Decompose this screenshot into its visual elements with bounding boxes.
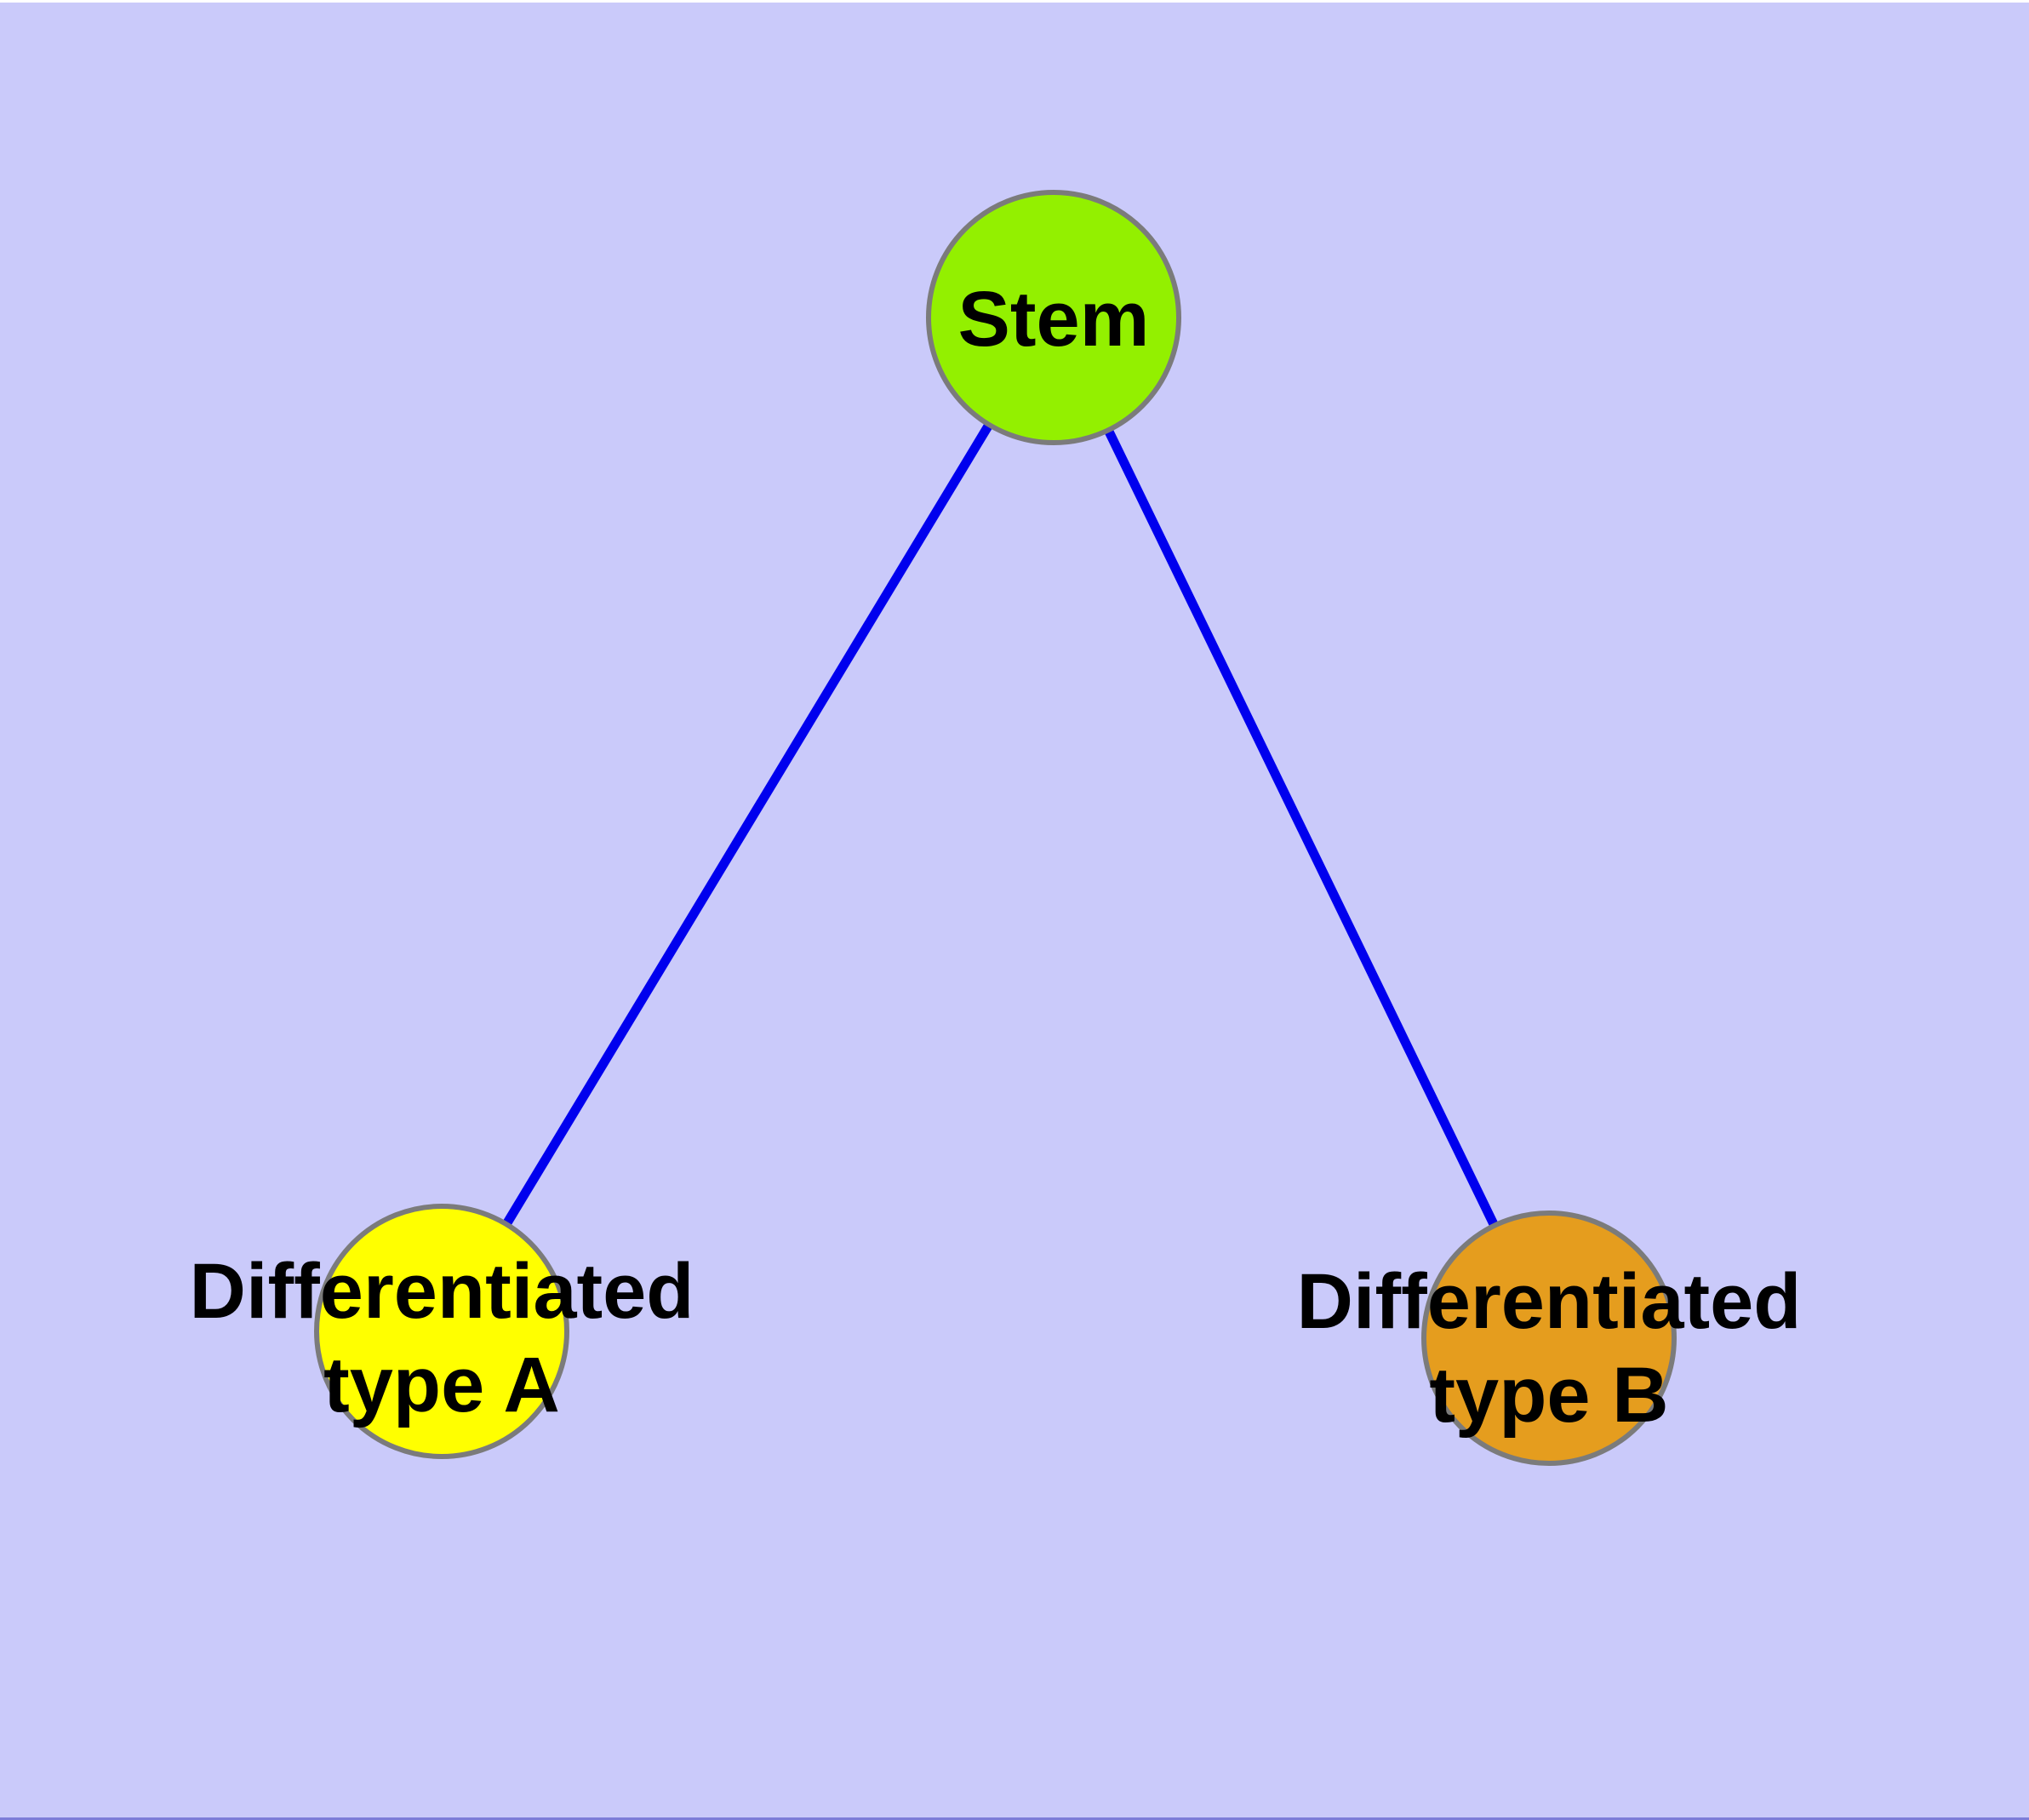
label-group: Stem Differentiated type A Differentiate… xyxy=(190,276,1802,1439)
node-stem-circle xyxy=(926,190,1181,445)
frame-bottom-strip xyxy=(0,1817,2029,1820)
node-differentiated-type-a-label-line1: Differentiated xyxy=(190,1248,694,1335)
node-group xyxy=(314,190,1677,1466)
node-differentiated-type-b-label-line1: Differentiated xyxy=(1297,1258,1802,1345)
node-differentiated-type-a-label-line2: type A xyxy=(323,1342,560,1428)
node-differentiated-type-b-circle xyxy=(1421,1210,1677,1466)
node-differentiated-type-a-circle xyxy=(314,1204,569,1459)
node-stem-label: Stem xyxy=(958,276,1150,363)
node-differentiated-type-b-label-line2: type B xyxy=(1429,1352,1668,1439)
frame-top-strip xyxy=(0,0,2029,3)
edge-group xyxy=(437,315,1553,1341)
edge-stem-to-type-b xyxy=(1049,315,1553,1341)
edge-stem-to-type-a xyxy=(437,315,1058,1334)
